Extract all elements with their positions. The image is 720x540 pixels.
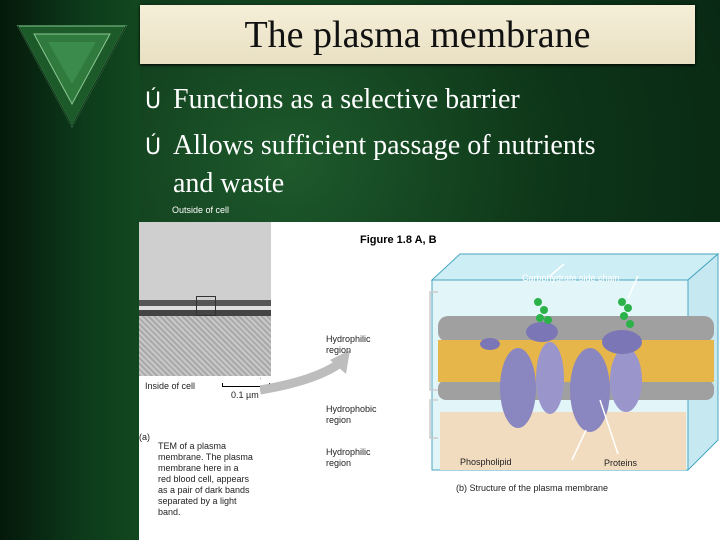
hydrophilic-top-label: Hydrophilic region [326, 334, 371, 355]
slide-title: The plasma membrane [244, 14, 591, 56]
hydrophobic-label: Hydrophobic region [326, 404, 377, 425]
panel-b-caption: (b) Structure of the plasma membrane [456, 483, 609, 493]
pyramid-logo-icon [16, 25, 128, 128]
scale-label: 0.1 µm [231, 390, 259, 400]
panel-a-label: (a) [139, 432, 150, 442]
bullet-2: Ú Allows sufficient passage of nutrients [145, 130, 596, 164]
hydrophilic-bottom-label: Hydrophilic region [326, 447, 371, 468]
bullet-1-text: Functions as a selective barrier [173, 84, 520, 115]
membrane-diagram [260, 252, 720, 472]
protein [500, 348, 536, 428]
bullet-2-text-cont: and waste [173, 168, 285, 199]
protein [602, 330, 642, 354]
outside-cell-label: Outside of cell [172, 205, 230, 215]
carbohydrate-label: Carbohydrate side chain [522, 273, 620, 283]
bullet-1: Ú Functions as a selective barrier [145, 84, 520, 118]
protein [610, 348, 642, 412]
left-band [0, 0, 140, 540]
figure-title: Figure 1.8 A, B [360, 234, 437, 246]
inside-cell-label: Inside of cell [145, 381, 196, 391]
proteins-label: Proteins [604, 458, 638, 468]
phospholipid-label: Phospholipid [460, 457, 512, 467]
tem-caption: TEM of a plasma membrane. The plasma mem… [158, 441, 253, 517]
bullet-check-icon: Ú [145, 89, 162, 114]
protein [570, 348, 610, 432]
bullet-2-text: Allows sufficient passage of nutrients [173, 130, 596, 161]
protein [526, 322, 558, 342]
bullet-check-icon: Ú [145, 135, 162, 160]
tem-zoom-box [196, 296, 216, 316]
bullet-2-continuation: and waste [173, 168, 284, 200]
protein [536, 342, 564, 414]
protein [480, 338, 500, 350]
title-box: The plasma membrane [140, 5, 695, 64]
tem-image [139, 222, 271, 540]
carbohydrate-chains [534, 298, 634, 328]
